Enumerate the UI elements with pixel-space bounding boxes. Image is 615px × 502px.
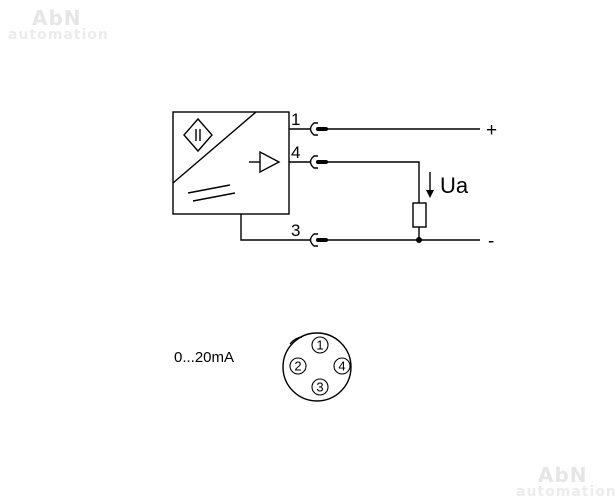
connector-socket-pin4 [309,155,318,169]
amplifier-icon [249,150,281,174]
connector-pinout: 1 2 3 4 [282,332,352,402]
pin1-label: 1 [291,110,300,129]
output-range-label: 0...20mA [174,349,235,366]
watermark-subtitle-bottom: automation [516,484,615,500]
sensor-body [172,111,290,215]
coil-symbol-icon [183,117,213,153]
wire-output [326,161,420,203]
connector-socket-pin3 [309,233,318,247]
connector-key-notch [289,336,303,345]
sensing-face-lines [187,184,236,202]
output-voltage-label: Ua [440,173,469,198]
connector-pin-1: 1 [316,338,323,353]
connector-pin-2: 2 [294,359,301,374]
watermark-title: AbN [32,6,82,30]
connector-socket-pin1 [309,122,318,136]
connector-outline [282,332,352,402]
connector-pin-3: 3 [316,380,323,395]
wire-pin3-internal [240,214,311,241]
watermark-subtitle: automation [8,27,109,43]
connector-pin-4: 4 [338,359,345,374]
positive-terminal-label: + [486,120,497,141]
sensor-divider-line [172,111,257,184]
pin3-label: 3 [291,221,300,240]
negative-terminal-label: - [488,231,494,252]
pin4-label: 4 [291,143,300,162]
load-resistor [412,202,427,228]
watermark-title-bottom: AbN [538,463,588,487]
junction-dot [416,237,422,243]
